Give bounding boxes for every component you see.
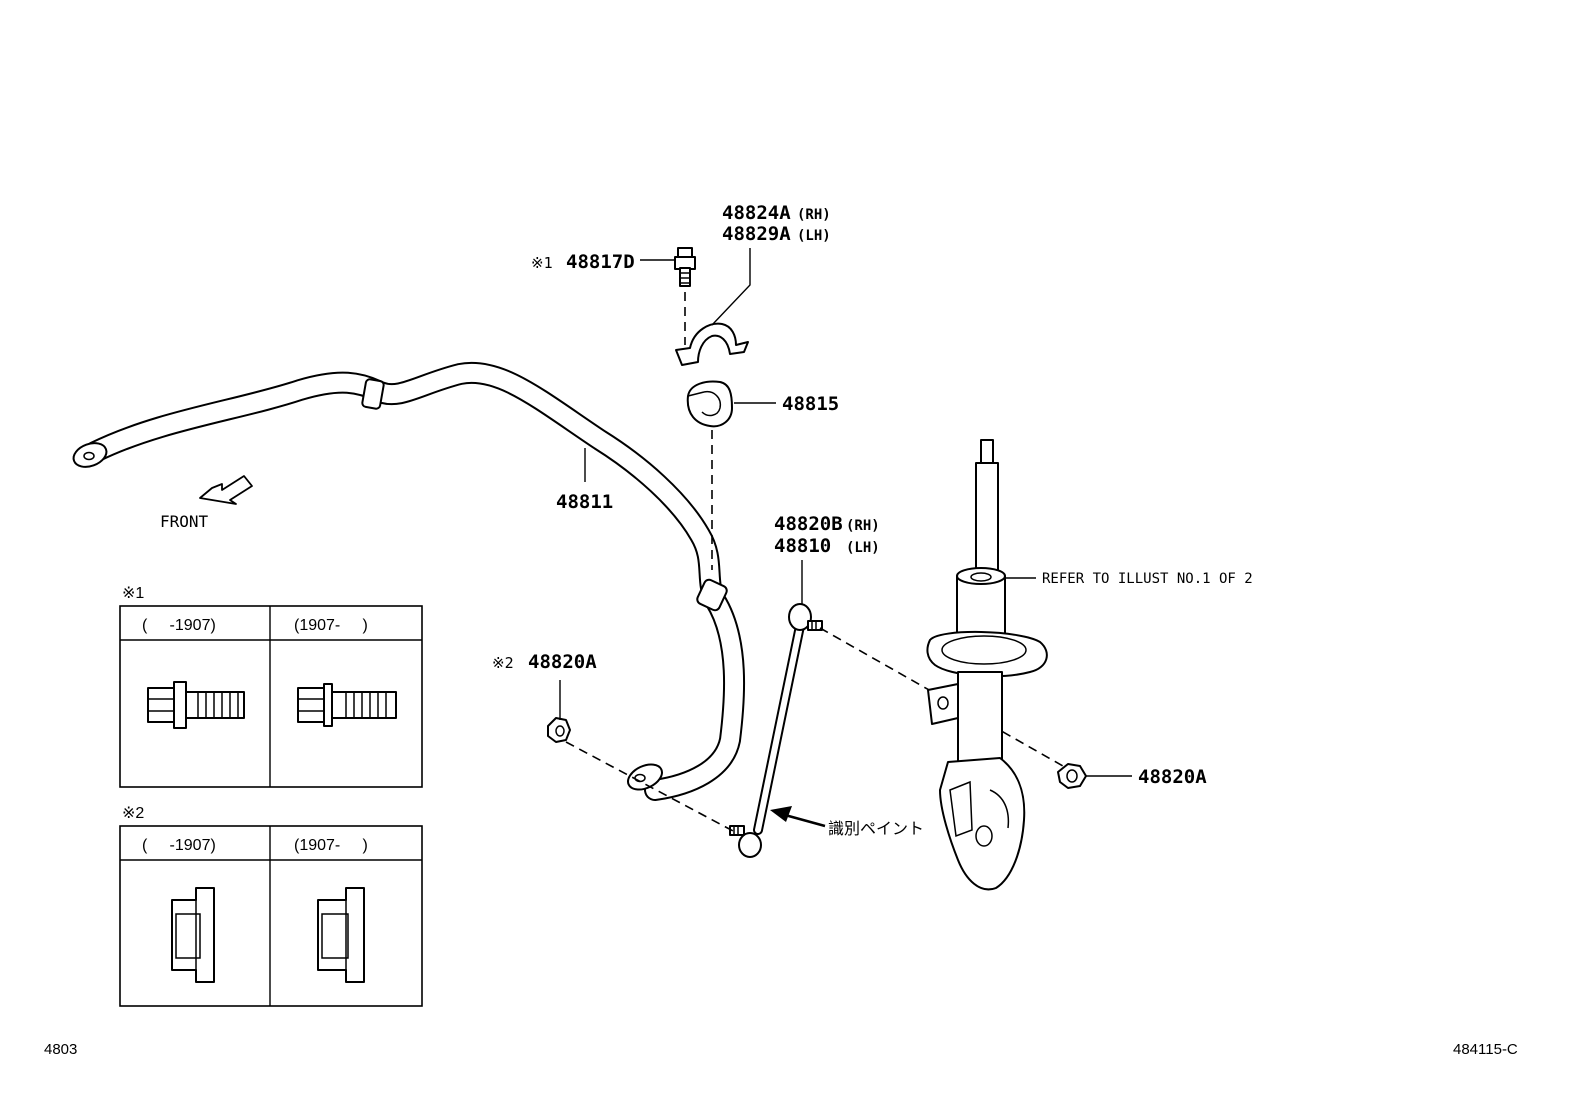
bolt-variant-b-icon — [297, 683, 397, 727]
stabilizer-link — [729, 603, 823, 858]
strut-assembly — [926, 439, 1048, 891]
footer-right: 484115-C — [1453, 1041, 1518, 1058]
label-48817D: 48817D — [566, 251, 635, 273]
label-48820A-right: 48820A — [1138, 766, 1207, 788]
table-1-col1: ( -1907) — [142, 617, 216, 634]
nut-variant-b-icon — [317, 887, 365, 983]
bolt-48817D — [674, 247, 696, 287]
label-48829A: 48829A — [722, 223, 791, 245]
nut-48820A-right — [1057, 763, 1087, 789]
label-48820B-side: (RH) — [846, 518, 880, 534]
variant-table-1: ※1 ( -1907) (1907- ) — [119, 585, 423, 788]
leader-lines — [559, 248, 1132, 777]
stabilizer-bar — [72, 361, 746, 801]
label-48810-side: (LH) — [846, 540, 880, 556]
label-48811: 48811 — [556, 491, 613, 513]
bushing-48815 — [686, 380, 733, 428]
table-2-col2: (1907- ) — [294, 837, 368, 854]
label-paint: 識別ペイント — [828, 819, 924, 838]
label-48824A-side: (RH) — [797, 207, 831, 223]
table-1-col2: (1907- ) — [294, 617, 368, 634]
label-refer: REFER TO ILLUST NO.1 OF 2 — [1042, 571, 1253, 587]
label-48824A: 48824A — [722, 202, 791, 224]
label-48820A-left: 48820A — [528, 651, 597, 673]
nut-48820A-left — [547, 717, 571, 743]
bracket-48824A — [675, 322, 749, 366]
nut-variant-a-icon — [171, 887, 215, 983]
label-48820B: 48820B — [774, 513, 843, 535]
label-48815: 48815 — [782, 393, 839, 415]
front-arrow-icon — [199, 475, 253, 505]
table-2-col1: ( -1907) — [142, 837, 216, 854]
label-48820A-left-mark: ※2 — [492, 654, 514, 672]
table-1-mark: ※1 — [122, 585, 144, 602]
variant-table-2: ※2 ( -1907) (1907- ) — [119, 805, 423, 1007]
label-front: FRONT — [160, 512, 209, 531]
bolt-variant-a-icon — [147, 681, 245, 729]
paint-arrow — [770, 806, 826, 828]
label-48829A-side: (LH) — [797, 228, 831, 244]
footer-left: 4803 — [44, 1041, 77, 1058]
label-48817D-mark: ※1 — [531, 254, 553, 272]
dash-nut-left-link — [565, 741, 736, 833]
table-2-mark: ※2 — [122, 805, 144, 822]
label-48810: 48810 — [774, 535, 831, 557]
